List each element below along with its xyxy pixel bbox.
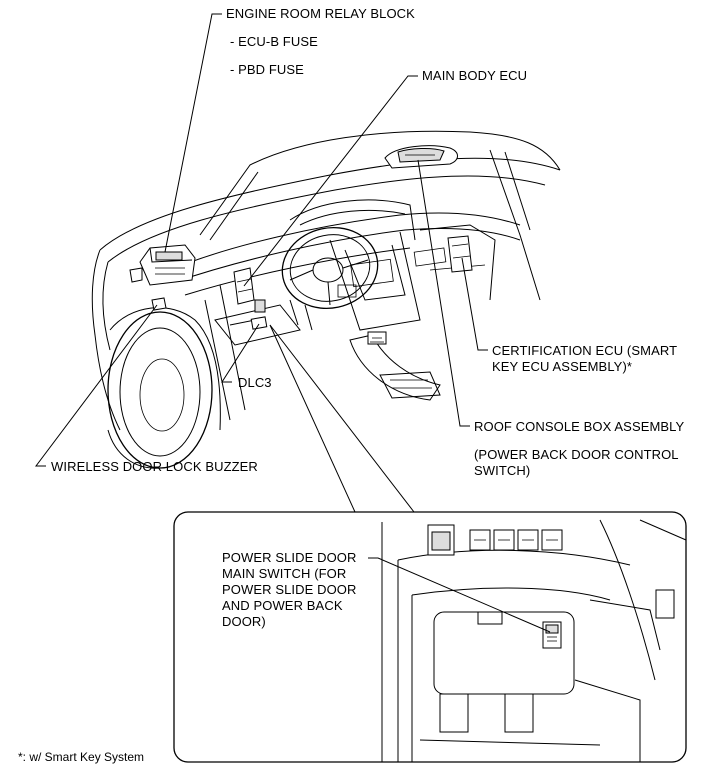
dlc3-connector bbox=[250, 299, 268, 330]
steering-wheel bbox=[281, 226, 379, 331]
label-dlc3: DLC3 bbox=[238, 375, 272, 390]
label-roof-console-box: ROOF CONSOLE BOX ASSEMBLY bbox=[474, 419, 685, 434]
label-engine-room-relay-block: ENGINE ROOM RELAY BLOCK bbox=[226, 6, 415, 21]
label-wireless-door-lock-buzzer: WIRELESS DOOR LOCK BUZZER bbox=[51, 459, 258, 474]
leader-lines bbox=[34, 13, 488, 513]
label-ecu-b-fuse: - ECU-B FUSE bbox=[230, 34, 318, 49]
label-main-body-ecu: MAIN BODY ECU bbox=[422, 68, 528, 83]
label-certification-ecu: CERTIFICATION ECU (SMART KEY ECU ASSEMBL… bbox=[492, 343, 678, 374]
label-power-back-door-control-switch: (POWER BACK DOOR CONTROL SWITCH) bbox=[474, 447, 679, 478]
engine-room-relay-block bbox=[129, 244, 196, 286]
roof-console-box bbox=[384, 145, 458, 169]
footnote: *: w/ Smart Key System bbox=[18, 750, 145, 764]
label-pbd-fuse: - PBD FUSE bbox=[230, 62, 304, 77]
certification-ecu bbox=[447, 235, 473, 273]
label-power-slide-door-main-switch: POWER SLIDE DOOR MAIN SWITCH (FOR POWER … bbox=[222, 550, 357, 629]
detail-inset bbox=[173, 511, 687, 763]
vehicle-body-outline bbox=[91, 130, 561, 469]
